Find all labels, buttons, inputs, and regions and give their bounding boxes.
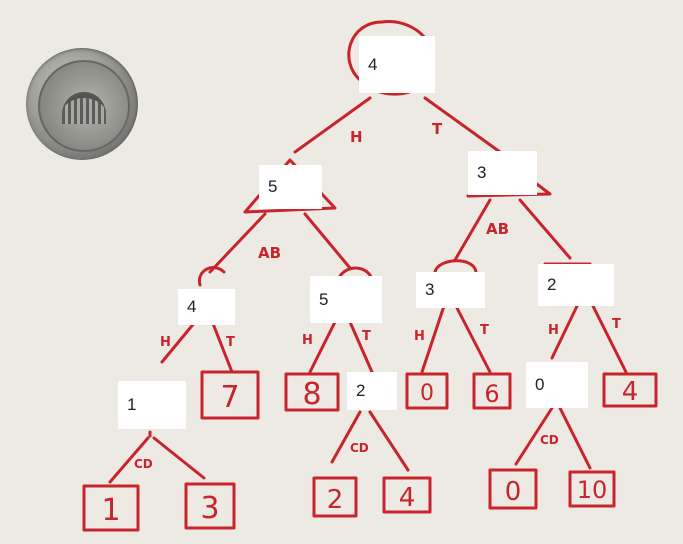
edge-label-root-h: H — [350, 128, 363, 146]
edge-tadbh-0 — [514, 406, 554, 466]
edge-tada-h — [420, 304, 446, 374]
leaf-box-6 — [472, 372, 512, 410]
leaf-value-4b: 4 — [399, 483, 416, 513]
leaf-box-10 — [568, 470, 616, 508]
edge-haba-t — [208, 314, 234, 374]
leaf-value-1: 1 — [101, 493, 120, 528]
node-value-hab-b: 5 — [310, 276, 382, 323]
edge-habb-t — [348, 320, 374, 374]
edge-h-a — [208, 212, 267, 274]
hab-a-node — [197, 266, 226, 287]
leaf-box-4a — [602, 372, 658, 408]
edge-habt-4 — [368, 410, 410, 472]
edge-habb-h — [308, 320, 337, 374]
leaf-value-0a: 0 — [420, 381, 434, 406]
leaf-box-7 — [200, 370, 260, 420]
edge-label-tada-h: H — [414, 329, 425, 344]
edge-root-h — [293, 96, 372, 154]
edge-tadb-t — [590, 302, 628, 374]
edge-habt-2 — [330, 410, 362, 464]
node-value-hab-a: 4 — [178, 289, 235, 325]
node-value-habt: 2 — [347, 372, 397, 410]
node-value-tadbh: 0 — [526, 362, 588, 408]
node-value-root: 4 — [359, 36, 435, 93]
edge-tadbh-10 — [558, 406, 592, 470]
edge-label-tadbh-cd: CD — [540, 433, 559, 447]
edge-tada-t — [454, 304, 492, 374]
root-node-circle — [347, 20, 435, 96]
node-value-haah: 1 — [118, 381, 186, 429]
edge-label-tadb-h: H — [548, 323, 559, 338]
edge-label-habb-t: T — [362, 329, 371, 344]
edge-h-b — [303, 212, 352, 270]
edge-label-haba-t: T — [226, 335, 235, 350]
leaf-box-4b — [382, 476, 432, 514]
edge-haah-3 — [152, 436, 206, 480]
node-value-t-chance: 3 — [468, 151, 537, 195]
leaf-box-0b — [488, 468, 538, 510]
edge-label-habt-cd: CD — [350, 441, 369, 455]
edge-t-b — [518, 198, 572, 260]
edge-label-tada-t: T — [480, 323, 489, 338]
edge-label-t-ab: AB — [486, 220, 509, 238]
leaf-box-0a — [405, 372, 449, 410]
edge-haah-1 — [108, 436, 150, 484]
edge-label-haah-cd: CD — [134, 457, 153, 471]
edge-label-h-ab: AB — [258, 244, 281, 262]
edge-label-tadb-t: T — [612, 317, 621, 332]
leaf-box-2 — [312, 476, 358, 518]
nickel-coin-icon — [26, 48, 138, 160]
edge-root-t — [423, 96, 502, 154]
edge-label-root-t: T — [432, 120, 443, 138]
leaf-box-1 — [82, 484, 140, 532]
leaf-value-4a: 4 — [622, 377, 639, 407]
leaf-value-7: 7 — [220, 380, 239, 415]
leaf-value-2: 2 — [327, 485, 344, 515]
node-value-tad-b: 2 — [538, 264, 614, 306]
node-value-h-chance: 5 — [259, 165, 322, 209]
edge-t-a — [453, 198, 492, 262]
leaf-value-8: 8 — [302, 377, 321, 412]
leaf-value-0b: 0 — [505, 477, 522, 507]
edge-label-habb-h: H — [302, 333, 313, 348]
edge-tadb-h — [550, 302, 580, 360]
leaf-box-8 — [284, 372, 340, 412]
edge-label-haba-h: H — [160, 335, 171, 350]
leaf-value-6: 6 — [484, 380, 499, 408]
node-value-tad-a: 3 — [416, 272, 485, 308]
leaf-value-3: 3 — [200, 491, 219, 526]
leaf-value-10: 10 — [577, 476, 608, 504]
leaf-box-3 — [184, 482, 236, 530]
